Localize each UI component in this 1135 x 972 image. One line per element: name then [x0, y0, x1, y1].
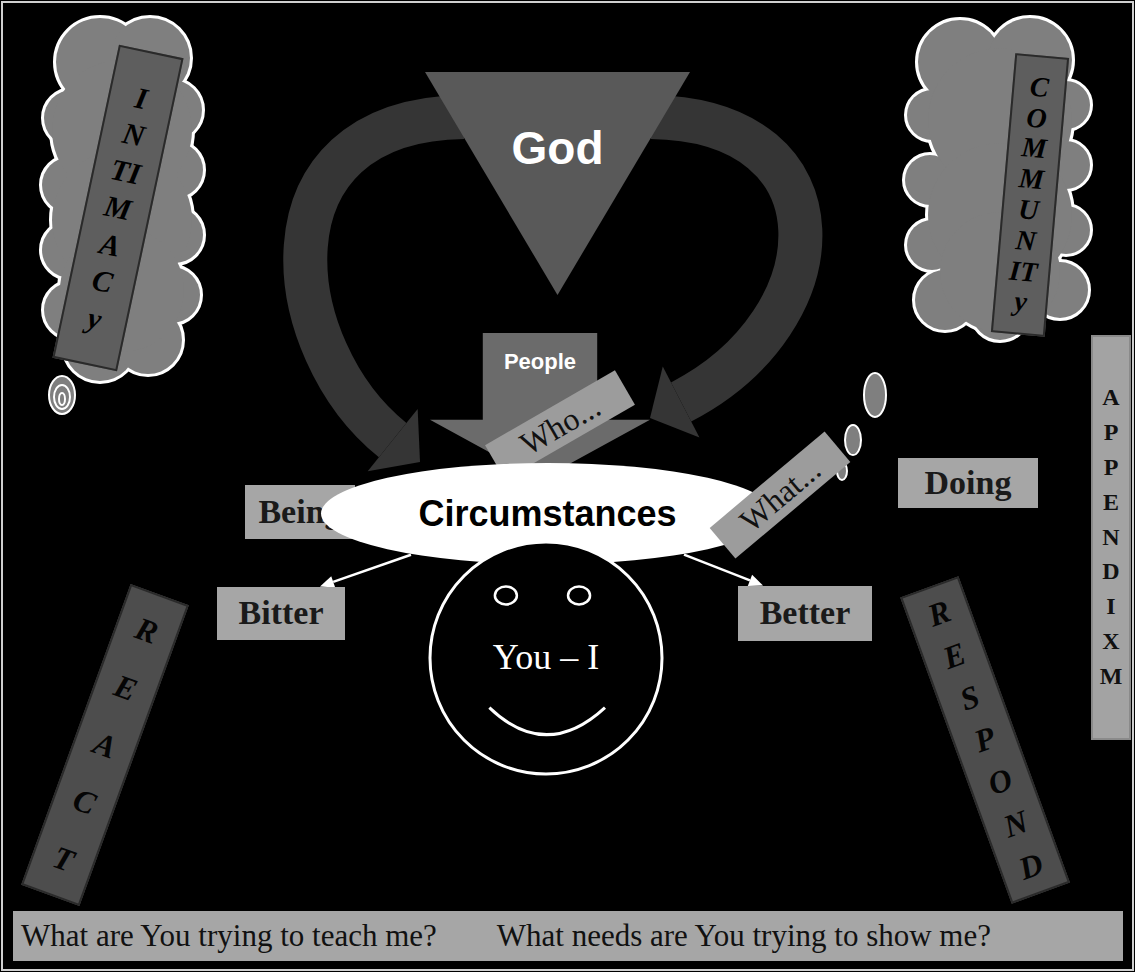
appendix-tab: APPENDIX M	[1091, 335, 1131, 740]
node-text: Doing	[925, 463, 1012, 502]
node-text: Circumstances	[418, 493, 676, 534]
thought-bubble	[845, 425, 861, 455]
node-text: What needs are You trying to show me?	[497, 918, 991, 954]
arrow-head	[650, 366, 699, 437]
thought-swirl	[59, 393, 65, 405]
cloud-outline	[42, 18, 203, 381]
curved-band	[305, 117, 463, 440]
connector-arrow	[684, 555, 763, 586]
vertical-text: RESPOND	[916, 587, 1053, 893]
curved-band	[651, 117, 800, 402]
face-smile	[489, 708, 605, 735]
arrow-head	[368, 409, 420, 471]
state-box: Doing	[898, 458, 1038, 508]
triangle-shape	[425, 72, 690, 295]
outcome-box: Bitter	[217, 587, 345, 640]
thought-bubble	[864, 373, 886, 417]
curved-arrow	[305, 117, 463, 471]
node-text: Bitter	[239, 593, 324, 632]
outcome-box: Better	[738, 586, 872, 641]
vertical-text: APPENDIX M	[1099, 380, 1123, 693]
face-outline	[430, 542, 662, 774]
thought-swirl	[54, 385, 70, 409]
block-arrow-shape	[430, 333, 650, 480]
vertical-label: INTIMACy	[52, 45, 183, 372]
face-eye	[495, 586, 517, 604]
vertical-label: COMMUNITy	[991, 53, 1069, 337]
curved-arrow	[650, 117, 800, 438]
node-text: You – I	[493, 637, 599, 678]
smiley-face: You – I	[428, 540, 664, 776]
vertical-text: REACT	[38, 597, 172, 894]
vertical-text: INTIMACy	[76, 76, 160, 339]
node-text: People	[504, 349, 576, 374]
vertical-label: REACT	[21, 584, 189, 906]
face-eye	[568, 586, 590, 604]
vertical-label: RESPOND	[900, 576, 1070, 903]
arrow-head	[748, 575, 763, 586]
thought-swirl	[49, 376, 75, 414]
god-triangle: God	[425, 72, 690, 295]
thought-cloud	[42, 18, 203, 381]
thought-cloud	[905, 18, 1090, 340]
tri-outline	[425, 72, 690, 295]
cloud-outline	[905, 18, 1090, 340]
vertical-text: COMMUNITy	[1005, 71, 1054, 319]
node-text: God	[512, 122, 604, 175]
question-bar: What are You trying to teach me? What nee…	[13, 911, 1123, 961]
connector-line	[684, 555, 750, 581]
node-text: Better	[760, 593, 851, 632]
node-text: What are You trying to teach me?	[21, 918, 437, 954]
connector-line	[333, 555, 411, 582]
connector-arrow	[320, 555, 411, 588]
